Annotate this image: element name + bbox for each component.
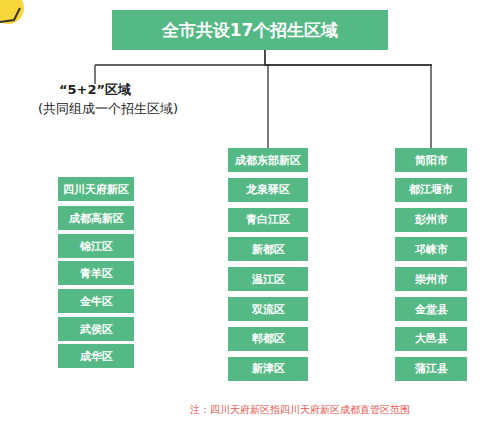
title-box: 全市共设17个招生区域 [112,10,388,50]
region-name: 简阳市 [415,153,448,168]
region-name: 成都高新区 [69,211,124,226]
region-box: 蒲江县 [395,357,467,381]
region-box: 龙泉驿区 [228,178,308,202]
region-name: 青羊区 [80,266,113,281]
region-name: 成都东部新区 [235,153,301,168]
region-box: 邛崃市 [395,237,467,261]
region-name: 双流区 [252,302,285,317]
group-subtitle: (共同组成一个招生区域) [38,100,178,118]
region-name: 青白江区 [246,212,290,227]
region-name: 锦江区 [80,239,113,254]
region-name: 金牛区 [80,294,113,309]
tree-connector [265,50,431,148]
title-text: 全市共设17个招生区域 [162,19,339,42]
region-name: 崇州市 [415,272,448,287]
region-box: 成华区 [58,344,134,368]
region-box: 简阳市 [395,148,467,172]
region-box: 金牛区 [58,289,134,313]
region-name: 金堂县 [415,302,448,317]
group-heading: “5+2”区域 [59,81,131,99]
bulb-icon [0,0,24,24]
region-name: 都江堰市 [409,182,453,197]
region-box: 青羊区 [58,261,134,285]
region-box: 金堂县 [395,297,467,321]
region-name: 彭州市 [415,212,448,227]
note: 注：四川天府新区指四川天府新区成都直管区范围 [190,403,410,417]
region-box: 四川天府新区 [58,177,134,201]
region-name: 蒲江县 [415,361,448,376]
region-box: 新都区 [228,237,308,261]
region-name: 四川天府新区 [63,182,129,197]
region-box: 郫都区 [228,327,308,351]
region-box: 锦江区 [58,234,134,258]
region-box: 成都高新区 [58,206,134,230]
tree-branch [94,65,95,84]
region-box: 崇州市 [395,267,467,291]
region-name: 新都区 [252,242,285,257]
region-name: 成华区 [80,349,113,364]
bulb-outline [0,8,20,22]
region-name: 郫都区 [252,331,285,346]
region-box: 双流区 [228,297,308,321]
region-name: 龙泉驿区 [246,182,290,197]
region-box: 新津区 [228,357,308,381]
region-box: 成都东部新区 [228,148,308,172]
region-box: 温江区 [228,267,308,291]
region-name: 武侯区 [80,322,113,337]
region-box: 都江堰市 [395,178,467,202]
region-box: 青白江区 [228,208,308,232]
region-box: 大邑县 [395,327,467,351]
region-name: 温江区 [252,272,285,287]
region-name: 大邑县 [415,331,448,346]
region-box: 武侯区 [58,317,134,341]
region-box: 彭州市 [395,208,467,232]
region-name: 邛崃市 [415,242,448,257]
region-name: 新津区 [252,361,285,376]
